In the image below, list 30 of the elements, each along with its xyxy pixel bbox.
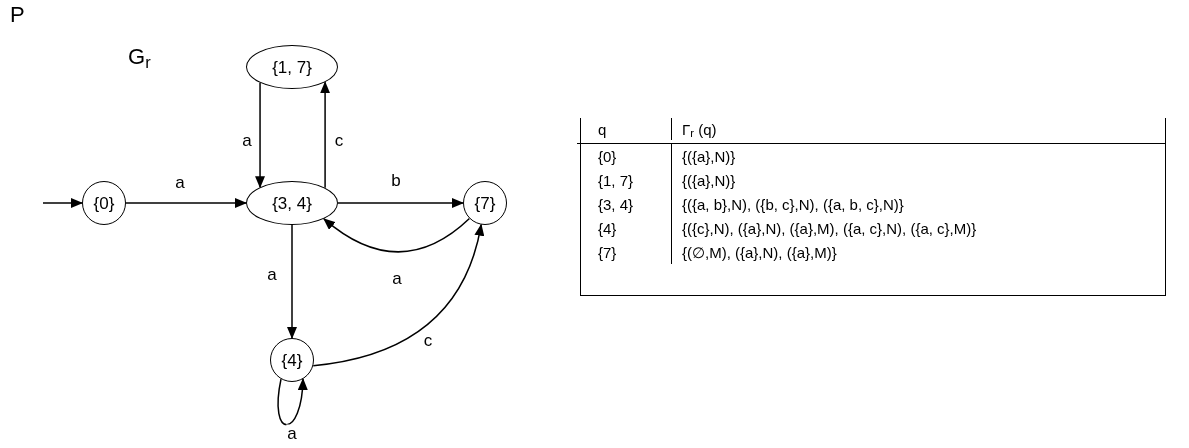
arrow [277,378,308,426]
table-cell: {1, 7} [598,172,634,188]
state-ellipse: {4} [270,338,314,382]
table-cell: {(∅,M), ({a},N), ({a},M)} [682,244,837,260]
arrow [320,81,331,189]
table-cell: Γ$_{r}$ (q) [682,121,717,137]
table-cell: {({a, b},N), ({b, c},N), ({a, b, c},N)} [682,196,904,212]
table-cell: {({c},N), ({a},N), ({a},M), ({a, c},N), ({a, c},M)} [682,220,977,236]
edge-label: b [390,171,402,189]
table-cell: {({a},N)} [682,148,736,164]
arrow [287,224,297,339]
state-ellipse: {7} [463,181,507,225]
table-cell: {4} [598,220,617,236]
table-cell: {0} [598,148,617,164]
arrow [323,217,471,253]
arrow [125,198,247,208]
table-cell: {3, 4} [598,196,634,212]
graph-label: G$_{r}$ [128,46,151,68]
arrow [42,198,83,208]
arrow [337,198,464,208]
edge-label: a [286,424,298,442]
arrow [255,82,266,189]
diagram-title: P [10,4,25,26]
arrow [312,223,484,367]
table-cell: q [598,121,607,137]
state-ellipse: {3, 4} [246,181,338,225]
table-cell: {({a},N)} [682,172,736,188]
state-ellipse: {0} [82,181,126,225]
state-ellipse: {1, 7} [246,45,338,89]
table-cell: {7} [598,244,617,260]
